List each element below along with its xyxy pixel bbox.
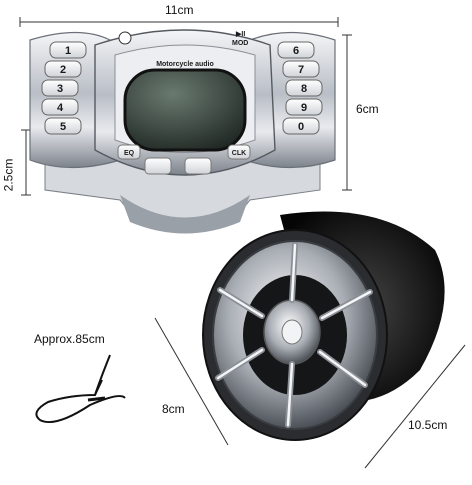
eq-button[interactable]: EQ bbox=[124, 150, 135, 157]
speaker-width-label: 10.5cm bbox=[408, 418, 448, 432]
key-0[interactable]: 0 bbox=[298, 121, 304, 133]
right-keypad: 6 7 8 9 0 bbox=[277, 41, 323, 135]
depth-label: 2.5cm bbox=[1, 158, 16, 192]
dimension-lines bbox=[19, 17, 466, 469]
cable-length-label: Approx.85cm bbox=[34, 332, 105, 346]
next-track-button[interactable] bbox=[184, 157, 212, 175]
left-keypad: 1 2 3 4 5 bbox=[41, 41, 87, 135]
key-7[interactable]: 7 bbox=[298, 64, 304, 76]
prev-track-button[interactable] bbox=[144, 157, 172, 175]
clk-button[interactable]: CLK bbox=[232, 150, 246, 157]
mode-icon: ▶II bbox=[235, 31, 245, 38]
display-screen bbox=[123, 68, 247, 152]
cable bbox=[35, 354, 126, 424]
key-3[interactable]: 3 bbox=[57, 83, 63, 95]
speaker-width-line bbox=[364, 344, 466, 469]
key-8[interactable]: 8 bbox=[301, 83, 307, 95]
key-1[interactable]: 1 bbox=[65, 45, 71, 57]
key-9[interactable]: 9 bbox=[301, 102, 307, 114]
key-5[interactable]: 5 bbox=[60, 121, 66, 133]
mode-label: MOD bbox=[232, 40, 248, 47]
controller-title: Motorcycle audio bbox=[156, 61, 214, 68]
key-4[interactable]: 4 bbox=[57, 102, 64, 114]
key-6[interactable]: 6 bbox=[293, 45, 299, 57]
speaker-height-line bbox=[154, 317, 229, 446]
height-label: 6cm bbox=[356, 102, 379, 116]
width-label: 11cm bbox=[165, 3, 194, 17]
power-button[interactable] bbox=[118, 31, 132, 45]
key-2[interactable]: 2 bbox=[60, 64, 66, 76]
speaker-height-label: 8cm bbox=[162, 402, 185, 416]
speaker-unit bbox=[202, 211, 445, 441]
